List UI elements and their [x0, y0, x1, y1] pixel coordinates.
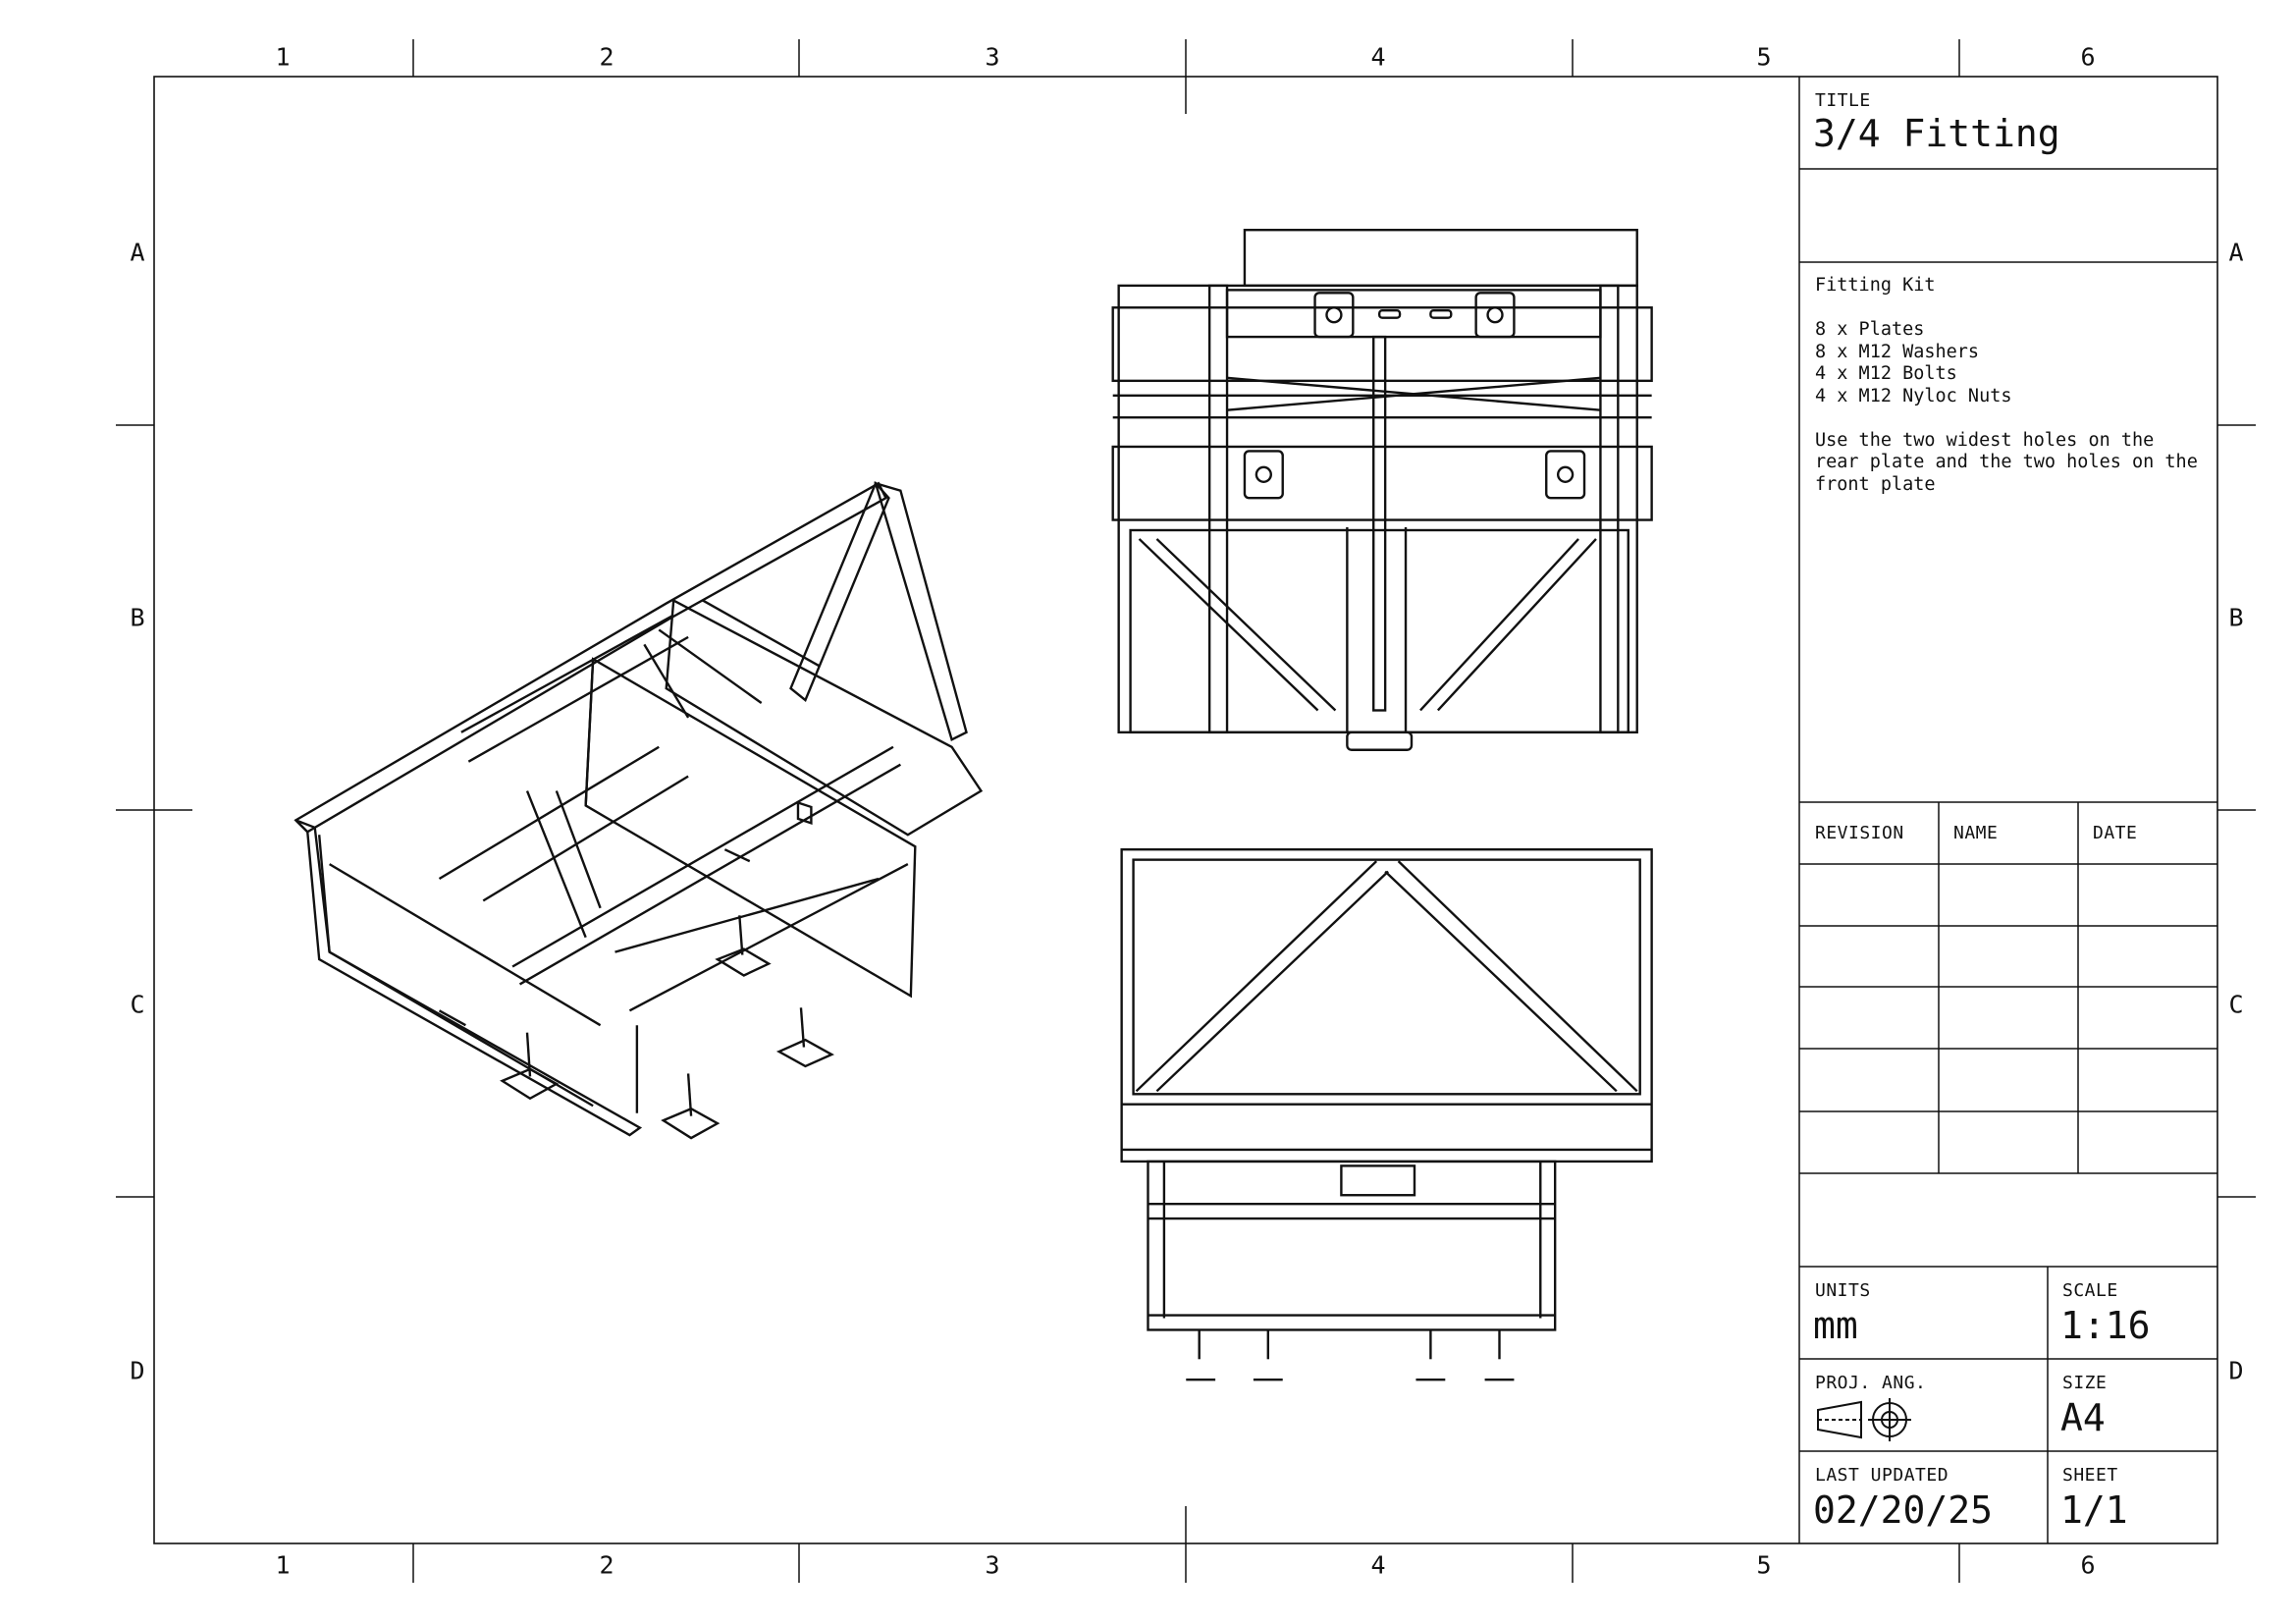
kit-item: 4 x M12 Bolts [1815, 363, 1957, 384]
last-updated-value: 02/20/25 [1813, 1488, 1994, 1532]
drawing-title: 3/4 Fitting [1813, 112, 2060, 155]
third-angle-projection-icon [1817, 1398, 1911, 1441]
zone-row-c-right: C [2228, 990, 2244, 1019]
zone-row-a-left: A [130, 238, 145, 267]
sheet-value: 1/1 [2060, 1488, 2128, 1532]
units-value: mm [1813, 1304, 1858, 1347]
date-header: DATE [2093, 823, 2138, 843]
last-updated-label: LAST UPDATED [1815, 1465, 1949, 1486]
title-label: TITLE [1815, 90, 1871, 111]
zone-col-5-bottom: 5 [1756, 1550, 1772, 1580]
scale-value: 1:16 [2060, 1304, 2151, 1347]
kit-item: 8 x Plates [1815, 319, 1925, 340]
zone-col-6-top: 6 [2080, 42, 2096, 72]
zone-col-4-top: 4 [1370, 42, 1386, 72]
units-label: UNITS [1815, 1280, 1871, 1301]
zone-ticks [116, 39, 2256, 1583]
zone-col-2-bottom: 2 [599, 1550, 614, 1580]
zone-col-2-top: 2 [599, 42, 614, 72]
zone-row-d-right: D [2228, 1356, 2244, 1385]
zone-col-3-top: 3 [985, 42, 1000, 72]
zone-row-d-left: D [130, 1356, 145, 1385]
projection-label: PROJ. ANG. [1815, 1373, 1927, 1393]
notes-instruction: Use the two widest holes on the rear pla… [1815, 429, 2198, 495]
size-label: SIZE [2062, 1373, 2108, 1393]
front-view [1120, 847, 1653, 1381]
revision-header: REVISION [1815, 823, 1904, 843]
scale-label: SCALE [2062, 1280, 2118, 1301]
zone-col-1-bottom: 1 [275, 1550, 291, 1580]
size-value: A4 [2060, 1396, 2106, 1439]
notes-heading: Fitting Kit [1815, 275, 1936, 296]
zone-row-c-left: C [130, 990, 145, 1019]
title-block-grid [1798, 77, 2217, 1543]
zone-col-3-bottom: 3 [985, 1550, 1000, 1580]
isometric-view [294, 481, 984, 1140]
zone-col-5-top: 5 [1756, 42, 1772, 72]
kit-item: 4 x M12 Nyloc Nuts [1815, 385, 2012, 406]
zone-col-4-bottom: 4 [1370, 1550, 1386, 1580]
zone-row-a-right: A [2228, 238, 2244, 267]
kit-item: 8 x M12 Washers [1815, 341, 1980, 362]
brand-plate [1340, 1164, 1416, 1197]
front-view-bolts [1186, 1329, 1515, 1381]
zone-row-b-right: B [2228, 603, 2244, 632]
zone-col-1-top: 1 [275, 42, 291, 72]
sheet-label: SHEET [2062, 1465, 2118, 1486]
name-header: NAME [1953, 823, 1999, 843]
top-view [1111, 229, 1653, 751]
zone-row-b-left: B [130, 603, 145, 632]
iso-mount-plates [500, 915, 834, 1140]
top-view-plates [1243, 292, 1586, 500]
zone-col-6-bottom: 6 [2080, 1550, 2096, 1580]
